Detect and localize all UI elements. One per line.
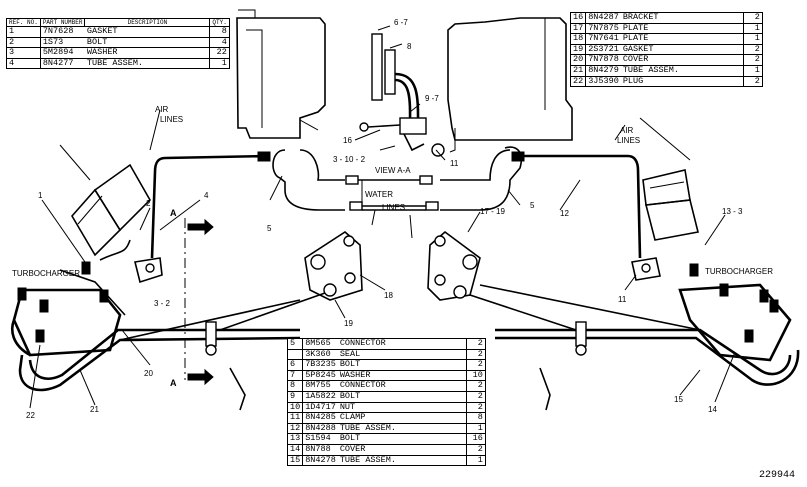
- drain-lines: [229, 367, 551, 411]
- callout-21: 21: [90, 405, 99, 414]
- bottom-water-tube: [18, 321, 800, 392]
- turbocharger-right-label: TURBOCHARGER: [705, 267, 773, 276]
- right-exhaust-bracket: [678, 263, 792, 362]
- left-exhaust-bracket: [10, 261, 126, 357]
- callout-17-19: 17 - 19: [480, 207, 505, 216]
- callout-6-7: 6 -7: [394, 18, 408, 27]
- water-lines: [272, 146, 523, 211]
- callout-5-left: 5: [267, 224, 272, 233]
- right-plate: [427, 230, 701, 331]
- air-lines-right-label-2: LINES: [617, 136, 640, 145]
- callout-11-right: 11: [618, 295, 627, 304]
- turbocharger-left-label: TURBOCHARGER: [12, 269, 80, 278]
- leader-lines: [29, 25, 736, 409]
- left-air-line: [134, 151, 271, 284]
- header-qty: QTY.: [209, 18, 230, 27]
- right-turbo-outlet: [639, 117, 699, 241]
- callout-22: 22: [26, 411, 35, 420]
- air-lines-left-label: AIR: [155, 105, 169, 114]
- figure-reference-number: 229944: [758, 470, 795, 481]
- callout-16-top: 16: [343, 136, 352, 145]
- callout-12: 12: [560, 209, 569, 218]
- view-a-a-label: VIEW A-A: [375, 166, 411, 175]
- callout-1: 1: [38, 191, 43, 200]
- right-manifold: [447, 17, 573, 153]
- left-plate: [119, 231, 363, 341]
- callout-18: 18: [384, 291, 393, 300]
- header-ref: REF. NO.: [6, 18, 41, 27]
- callout-13-3: 13 - 3: [722, 207, 743, 216]
- callout-2: 2: [146, 199, 151, 208]
- section-line: [184, 218, 214, 386]
- callout-20: 20: [144, 369, 153, 378]
- callout-11-top: 11: [450, 159, 459, 168]
- water-label: WATER: [365, 190, 393, 199]
- lines-label: LINES: [382, 203, 405, 212]
- section-a-bottom: A: [170, 378, 177, 388]
- left-turbo-outlet: [59, 144, 151, 261]
- section-a-top: A: [170, 208, 177, 218]
- callout-3-2: 3 - 2: [154, 299, 171, 308]
- view-a-a-elbow: [359, 33, 445, 157]
- callout-14: 14: [708, 405, 717, 414]
- callout-4: 4: [204, 191, 209, 200]
- air-lines-right-label: AIR: [620, 126, 634, 135]
- callout-9-7: 9 -7: [425, 94, 439, 103]
- callout-19: 19: [344, 319, 353, 328]
- callout-15: 15: [674, 395, 683, 404]
- callout-5-right: 5: [530, 201, 535, 210]
- right-air-line: [511, 151, 661, 281]
- callout-8: 8: [407, 42, 412, 51]
- callout-3-10-2: 3 - 10 - 2: [333, 155, 366, 164]
- left-manifold: [236, 9, 326, 139]
- air-lines-left-label-2: LINES: [160, 115, 183, 124]
